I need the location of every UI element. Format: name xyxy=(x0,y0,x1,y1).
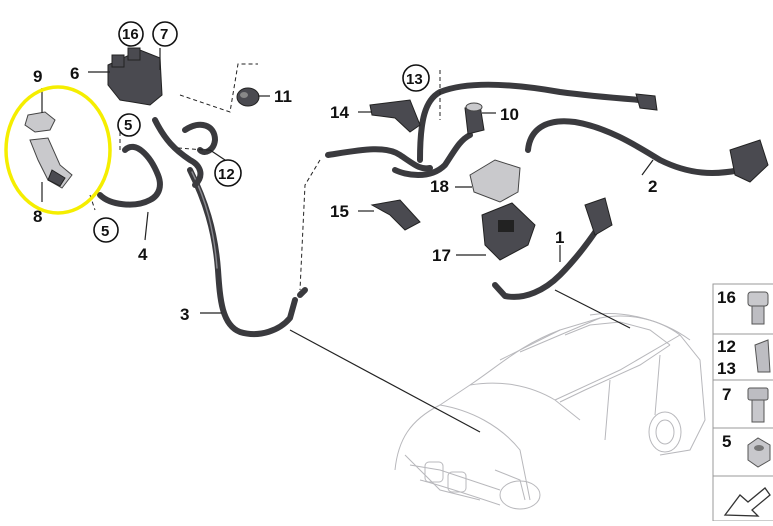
label-2: 2 xyxy=(648,177,657,196)
label-12: 12 xyxy=(218,166,235,183)
legend-label-16: 16 xyxy=(717,288,736,307)
part-2-end-connector xyxy=(729,139,769,183)
callout-circle-5a xyxy=(117,113,141,137)
callout-circle-12 xyxy=(214,159,242,187)
label-1: 1 xyxy=(555,228,564,247)
highlight-circle xyxy=(4,85,112,215)
callout-circle-7 xyxy=(152,21,178,47)
legend-label-5: 5 xyxy=(722,432,731,451)
part-15-bracket xyxy=(370,199,421,231)
label-8: 8 xyxy=(33,207,42,226)
part-8-terminal xyxy=(29,137,73,189)
label-5b: 5 xyxy=(101,223,109,240)
cable-2 xyxy=(525,118,743,176)
fastener-legend: 16 12 13 7 5 xyxy=(712,283,773,522)
part-9-clamp xyxy=(24,111,56,133)
leader-lines xyxy=(41,48,654,433)
label-15: 15 xyxy=(330,202,349,221)
callout-circle-5b xyxy=(93,217,119,243)
cable-main-top xyxy=(392,81,643,178)
callout-circle-13 xyxy=(402,64,430,92)
label-16: 16 xyxy=(122,26,139,43)
part-17-terminal-block xyxy=(481,202,536,261)
label-7: 7 xyxy=(160,26,168,43)
part-14-bracket xyxy=(369,99,421,133)
label-11: 11 xyxy=(274,87,292,106)
label-14: 14 xyxy=(330,103,349,122)
cable-1 xyxy=(492,222,603,300)
part-18-cover xyxy=(469,159,521,203)
part-plug-top-right xyxy=(635,93,658,111)
label-17: 17 xyxy=(432,246,451,265)
label-6: 6 xyxy=(70,64,79,83)
legend-label-7: 7 xyxy=(722,385,731,404)
label-18: 18 xyxy=(430,177,449,196)
label-3: 3 xyxy=(180,305,189,324)
label-5a: 5 xyxy=(124,117,132,134)
label-13: 13 xyxy=(406,71,423,88)
label-4: 4 xyxy=(138,245,148,264)
callout-circle-16 xyxy=(118,21,144,47)
vehicle-outline xyxy=(394,313,706,510)
callout-labels: 9 6 8 16 7 5 5 4 3 11 12 13 14 15 18 17 … xyxy=(33,21,657,324)
part-10-cap xyxy=(464,102,485,135)
part-11-grommet xyxy=(236,87,260,107)
part-1-connector xyxy=(584,197,613,236)
label-10: 10 xyxy=(500,105,519,124)
cable-4 xyxy=(97,143,163,208)
arrow-icon xyxy=(723,487,771,517)
label-9: 9 xyxy=(33,67,42,86)
cable-12-loop xyxy=(152,117,218,188)
legend-label-13: 13 xyxy=(717,359,736,378)
legend-label-12: 12 xyxy=(717,337,736,356)
part-6-junction-block xyxy=(107,47,163,106)
